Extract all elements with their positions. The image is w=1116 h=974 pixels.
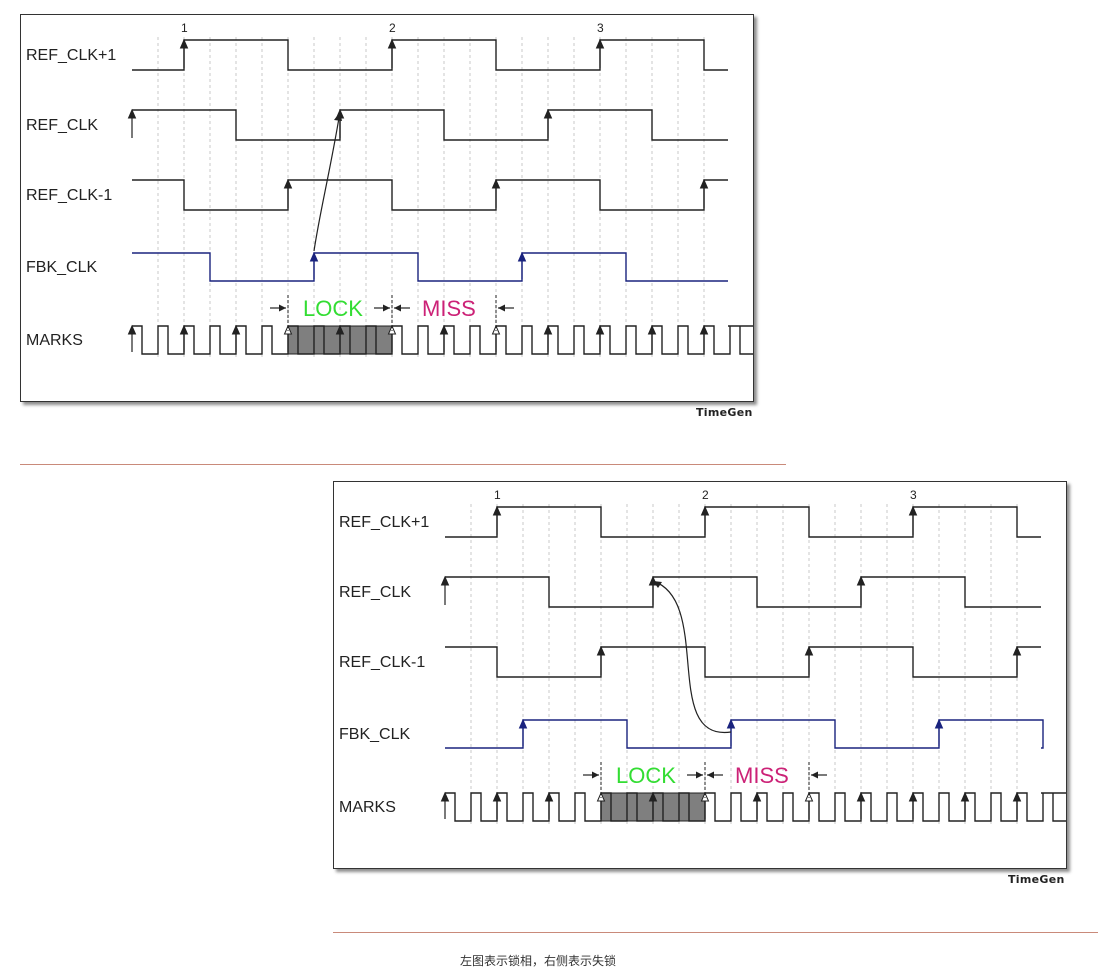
- ref-clk-plus1-edge-arrow: [595, 38, 605, 49]
- signal-label: REF_CLK+1: [26, 47, 116, 64]
- signal-label: REF_CLK: [26, 117, 98, 134]
- marks-edge-arrow: [960, 791, 970, 802]
- divider-bottom: [333, 932, 1098, 933]
- ref-clk-minus1-edge-arrow: [283, 178, 293, 189]
- ref-clk-minus1-edge-arrow: [804, 645, 814, 656]
- divider-top: [20, 464, 786, 465]
- marks-edge-arrow: [1012, 791, 1022, 802]
- marks-edge-arrow: [231, 324, 241, 335]
- edge-number: 3: [597, 21, 604, 35]
- ref-clk-edge-arrow: [127, 108, 137, 119]
- signal-label: MARKS: [339, 799, 396, 816]
- ref-clk-plus1-wave: [132, 39, 728, 71]
- marks-edge-arrow: [752, 791, 762, 802]
- marks-edge-arrow: [492, 791, 502, 802]
- fbk-clk-edge-arrow: [726, 718, 736, 729]
- ref-clk-plus1-edge-arrow: [179, 38, 189, 49]
- ref-clk-edge-arrow: [440, 575, 450, 586]
- miss-start-arrow: [394, 304, 401, 312]
- signal-label: MARKS: [26, 332, 83, 349]
- signal-label: REF_CLK-1: [26, 187, 112, 204]
- fbk-clk-edge-arrow: [309, 251, 319, 262]
- timegen-watermark-2: TimeGen: [1008, 873, 1065, 886]
- ref-clk-minus1-edge-arrow: [699, 178, 709, 189]
- ref-clk-minus1-wave: [445, 646, 1041, 678]
- ref-clk-plus1-edge-arrow: [700, 505, 710, 516]
- marks-edge-arrow: [908, 791, 918, 802]
- lock-start-arrow: [279, 304, 286, 312]
- marks-edge-arrow: [595, 324, 605, 335]
- marks-wave: [132, 325, 753, 355]
- lock-label: LOCK: [616, 763, 676, 788]
- edge-number: 2: [389, 21, 396, 35]
- fbk-clk-edge-arrow: [518, 718, 528, 729]
- ref-clk-plus1-edge-arrow: [492, 505, 502, 516]
- miss-label: MISS: [735, 763, 789, 788]
- miss-start-arrow: [707, 771, 714, 779]
- marks-edge-arrow: [127, 324, 137, 335]
- ref-clk-plus1-wave: [445, 506, 1041, 538]
- phase-link-curve: [313, 111, 341, 252]
- signal-label: REF_CLK-1: [339, 654, 425, 671]
- lock-end-arrow: [383, 304, 390, 312]
- signal-label: FBK_CLK: [339, 726, 410, 743]
- ref-clk-plus1-edge-arrow: [908, 505, 918, 516]
- ref-clk-edge-arrow: [543, 108, 553, 119]
- fbk-clk-edge-arrow: [934, 718, 944, 729]
- fbk-clk-edge-arrow: [517, 251, 527, 262]
- edge-number: 1: [181, 21, 188, 35]
- lock-start-arrow: [592, 771, 599, 779]
- ref-clk-wave: [445, 576, 1041, 608]
- marks-edge-arrow: [179, 324, 189, 335]
- ref-clk-minus1-edge-arrow: [1012, 645, 1022, 656]
- marks-edge-arrow: [335, 324, 345, 335]
- marks-edge-arrow: [648, 791, 658, 802]
- marks-edge-arrow: [647, 324, 657, 335]
- marks-edge-arrow: [440, 791, 450, 802]
- ref-clk-minus1-wave: [132, 179, 728, 211]
- timegen-watermark-1: TimeGen: [696, 406, 753, 419]
- phase-link-arrowhead: [334, 112, 342, 121]
- edge-number: 2: [702, 488, 709, 502]
- fbk-clk-wave: [132, 252, 728, 282]
- ref-clk-minus1-edge-arrow: [596, 645, 606, 656]
- signal-label: REF_CLK+1: [339, 514, 429, 531]
- edge-number: 3: [910, 488, 917, 502]
- signal-label: FBK_CLK: [26, 259, 97, 276]
- edge-number: 1: [494, 488, 501, 502]
- ref-clk-edge-arrow: [856, 575, 866, 586]
- ref-clk-plus1-edge-arrow: [387, 38, 397, 49]
- marks-edge-arrow: [543, 324, 553, 335]
- phase-link-arrowhead: [653, 581, 662, 588]
- miss-end-arrow: [498, 304, 505, 312]
- ref-clk-wave: [132, 109, 728, 141]
- lock-label: LOCK: [303, 296, 363, 321]
- fbk-clk-wave: [445, 719, 1044, 749]
- marks-edge-arrow: [439, 324, 449, 335]
- miss-label: MISS: [422, 296, 476, 321]
- marks-wave: [445, 792, 1066, 822]
- marks-edge-arrow: [856, 791, 866, 802]
- marks-edge-arrow: [544, 791, 554, 802]
- marks-edge-arrow: [699, 324, 709, 335]
- lock-end-arrow: [696, 771, 703, 779]
- miss-end-arrow: [811, 771, 818, 779]
- phase-link-curve: [652, 580, 732, 733]
- signal-label: REF_CLK: [339, 584, 411, 601]
- caption: 左图表示锁相，右侧表示失锁: [460, 954, 617, 968]
- ref-clk-minus1-edge-arrow: [491, 178, 501, 189]
